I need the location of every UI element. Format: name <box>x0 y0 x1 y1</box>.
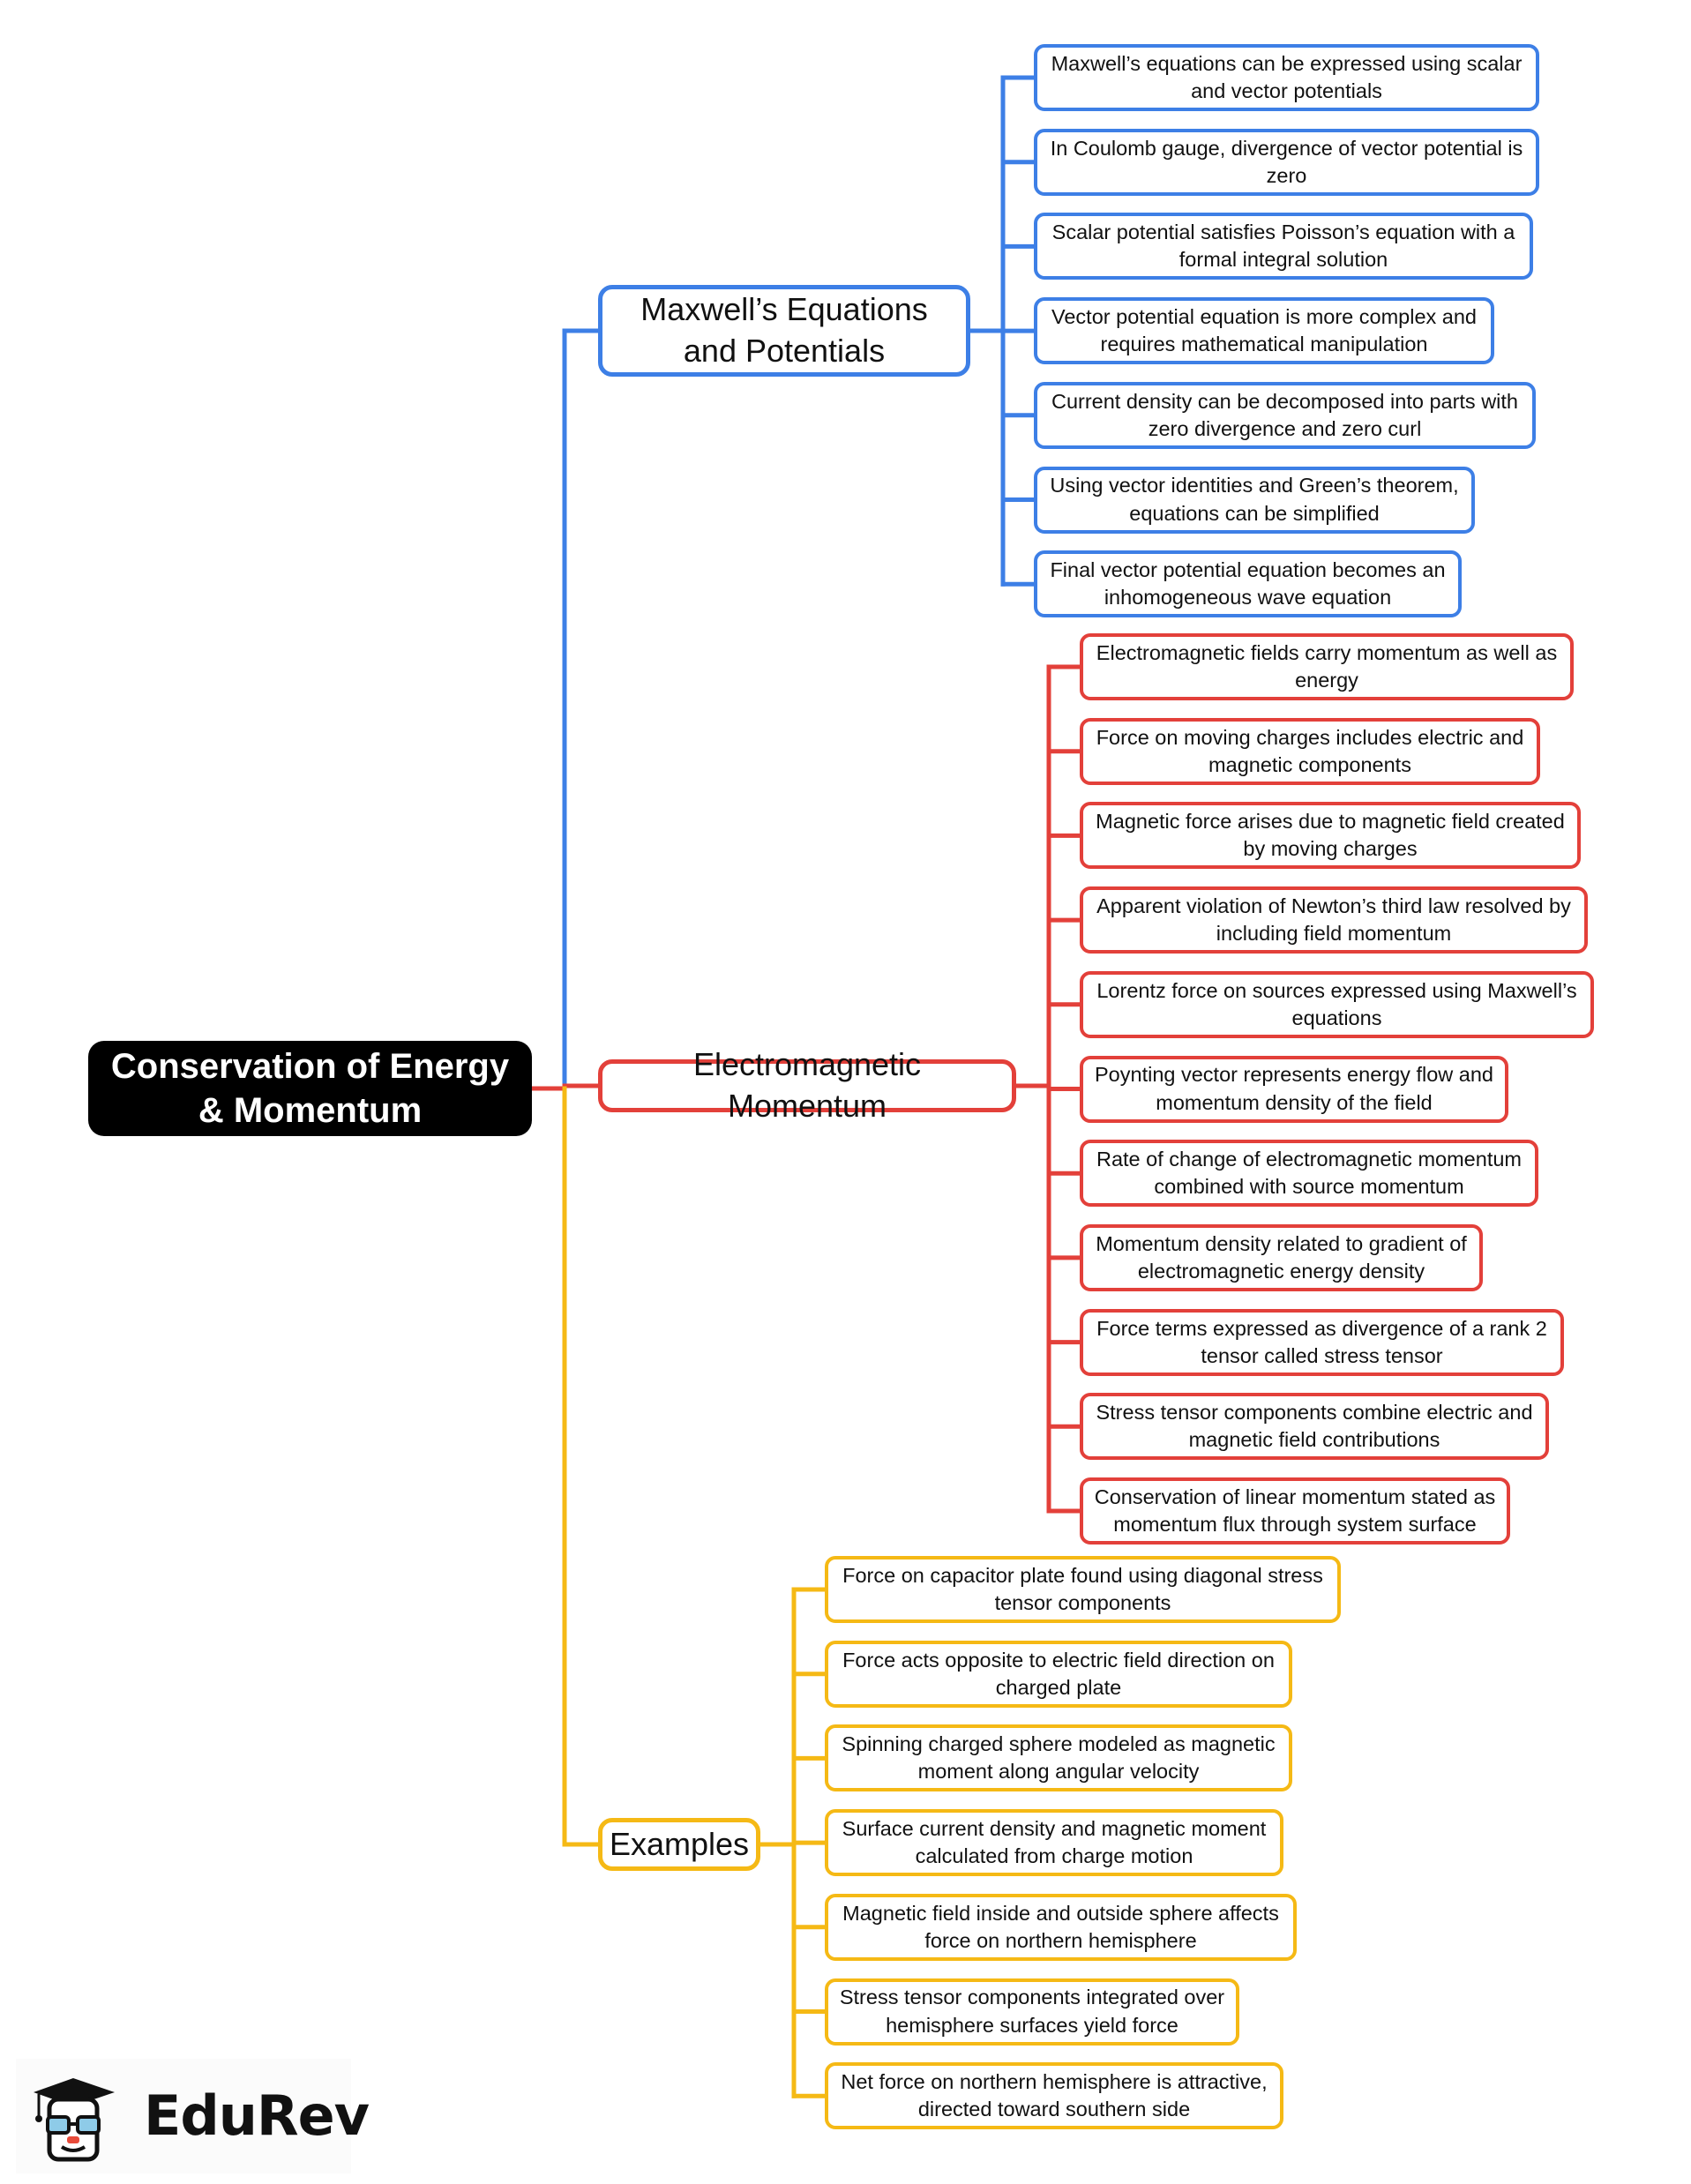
leaf-examples-1: Force on capacitor plate found using dia… <box>825 1556 1341 1623</box>
leaf-text: Apparent violation of Newton’s third law… <box>1096 894 1571 946</box>
branch-label: Examples <box>609 1825 750 1862</box>
leaf-momentum-5: Lorentz force on sources expressed using… <box>1080 970 1594 1038</box>
leaf-text: Force terms expressed as divergence of a… <box>1096 1316 1547 1367</box>
leaf-text: Surface current density and magnetic mom… <box>842 1817 1267 1868</box>
branch-momentum: Electromagnetic Momentum <box>598 1046 1016 1124</box>
root-label: Conservation of Energy & Momentum <box>110 1047 510 1130</box>
leaf-examples-6: Stress tensor components integrated over… <box>825 1978 1239 2046</box>
leaf-text: Spinning charged sphere modeled as magne… <box>842 1732 1276 1784</box>
leaf-momentum-11: Conservation of linear momentum stated a… <box>1080 1477 1510 1545</box>
leaf-momentum-8: Momentum density related to gradient of … <box>1080 1223 1483 1291</box>
leaf-maxwell-6: Using vector identities and Green’s theo… <box>1034 466 1475 534</box>
leaf-text: Net force on northern hemisphere is attr… <box>841 2070 1268 2121</box>
leaf-momentum-10: Stress tensor components combine electri… <box>1080 1393 1549 1461</box>
leaf-text: Lorentz force on sources expressed using… <box>1096 978 1577 1029</box>
edurev-logo: EduRev <box>16 2059 370 2173</box>
leaf-text: Final vector potential equation becomes … <box>1050 558 1446 610</box>
leaf-text: Using vector identities and Green’s theo… <box>1050 474 1459 525</box>
leaf-maxwell-2: In Coulomb gauge, divergence of vector p… <box>1034 128 1539 196</box>
branch-maxwell: Maxwell’s Equations and Potentials <box>598 285 970 377</box>
leaf-text: Scalar potential satisfies Poisson’s equ… <box>1051 221 1515 272</box>
leaf-text: Poynting vector represents energy flow a… <box>1095 1063 1493 1114</box>
leaf-text: Electromagnetic fields carry momentum as… <box>1096 640 1558 692</box>
leaf-momentum-3: Magnetic force arises due to magnetic fi… <box>1080 802 1581 870</box>
leaf-examples-2: Force acts opposite to electric field di… <box>825 1640 1292 1708</box>
leaf-momentum-6: Poynting vector represents energy flow a… <box>1080 1055 1508 1123</box>
leaf-text: Rate of change of electromagnetic moment… <box>1096 1148 1522 1199</box>
leaf-text: Vector potential equation is more comple… <box>1051 305 1478 356</box>
graduation-cap-mascot-icon <box>34 2078 115 2162</box>
leaf-examples-3: Spinning charged sphere modeled as magne… <box>825 1724 1292 1792</box>
leaf-text: Current density can be decomposed into p… <box>1051 389 1519 440</box>
leaf-maxwell-4: Vector potential equation is more comple… <box>1034 297 1494 365</box>
leaf-examples-5: Magnetic field inside and outside sphere… <box>825 1893 1297 1961</box>
leaf-text: In Coulomb gauge, divergence of vector p… <box>1050 136 1523 187</box>
leaf-text: Momentum density related to gradient of … <box>1096 1231 1467 1283</box>
logo-text: EduRev <box>144 2083 370 2148</box>
leaf-maxwell-5: Current density can be decomposed into p… <box>1034 381 1536 449</box>
leaf-text: Stress tensor components integrated over… <box>839 1986 1225 2037</box>
leaf-text: Conservation of linear momentum stated a… <box>1094 1485 1496 1536</box>
leaf-text: Force on moving charges includes electri… <box>1096 725 1524 776</box>
branch-examples: Examples <box>598 1818 760 1871</box>
leaf-text: Maxwell’s equations can be expressed usi… <box>1051 51 1523 102</box>
leaf-maxwell-3: Scalar potential satisfies Poisson’s equ… <box>1034 213 1533 280</box>
branch-label: Electromagnetic Momentum <box>692 1046 922 1124</box>
leaf-text: Force acts opposite to electric field di… <box>842 1648 1275 1699</box>
leaf-text: Force on capacitor plate found using dia… <box>842 1563 1323 1614</box>
root-node: Conservation of Energy & Momentum <box>88 1041 532 1136</box>
leaf-momentum-1: Electromagnetic fields carry momentum as… <box>1080 633 1574 700</box>
branch-label: Maxwell’s Equations and Potentials <box>640 291 928 369</box>
leaf-examples-7: Net force on northern hemisphere is attr… <box>825 2062 1283 2130</box>
leaf-text: Magnetic force arises due to magnetic fi… <box>1096 810 1565 861</box>
leaf-maxwell-1: Maxwell’s equations can be expressed usi… <box>1034 44 1539 111</box>
leaf-examples-4: Surface current density and magnetic mom… <box>825 1809 1283 1877</box>
leaf-momentum-9: Force terms expressed as divergence of a… <box>1080 1308 1564 1376</box>
leaf-text: Stress tensor components combine electri… <box>1096 1401 1533 1452</box>
leaf-momentum-2: Force on moving charges includes electri… <box>1080 717 1540 785</box>
leaf-momentum-7: Rate of change of electromagnetic moment… <box>1080 1140 1538 1208</box>
leaf-momentum-4: Apparent violation of Newton’s third law… <box>1080 886 1588 954</box>
leaf-text: Magnetic field inside and outside sphere… <box>842 1901 1279 1952</box>
leaf-maxwell-7: Final vector potential equation becomes … <box>1034 550 1462 618</box>
